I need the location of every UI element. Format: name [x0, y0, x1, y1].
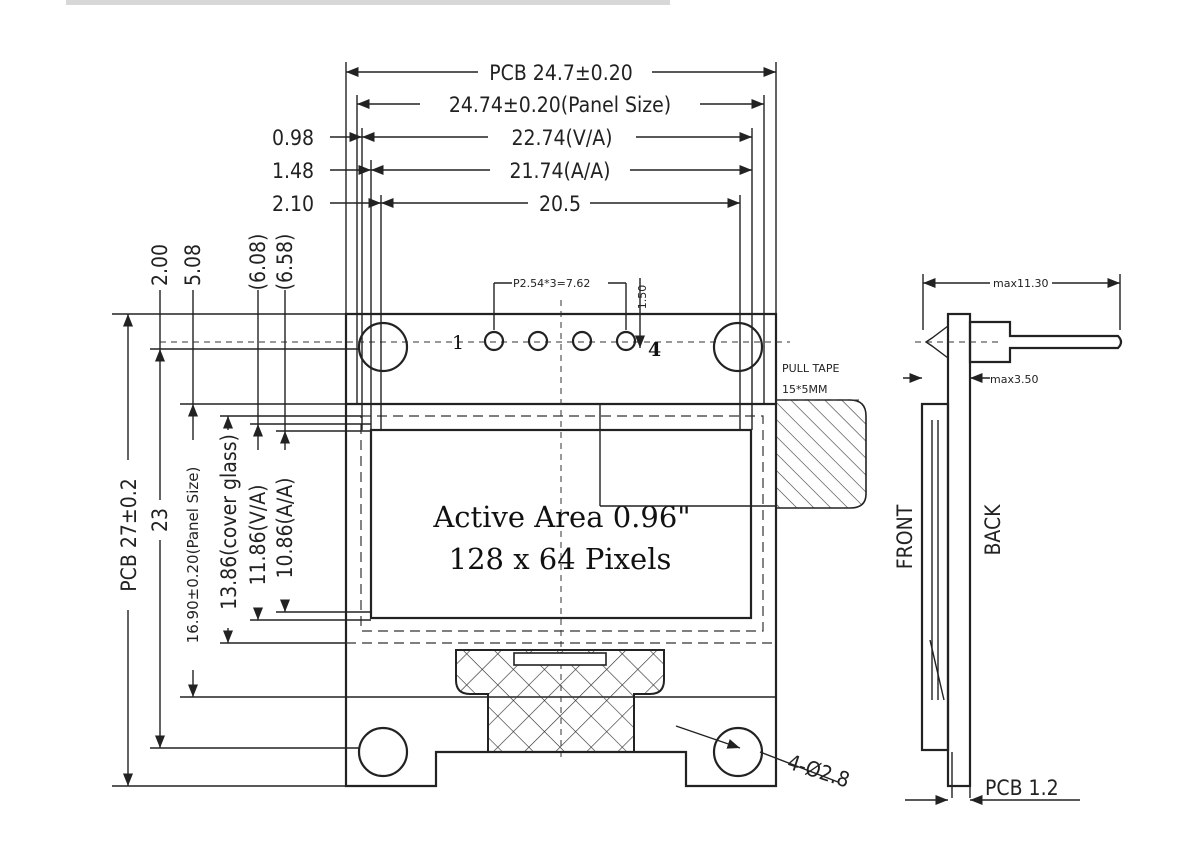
pull-tape-label: PULL TAPE — [782, 362, 839, 375]
v-508-label: 5.08 — [181, 244, 205, 286]
pull-tape-size: 15*5MM — [782, 383, 827, 396]
pcb-height-label: PCB 27±0.2 — [117, 478, 141, 591]
side-pcb — [946, 312, 972, 788]
pin-pad-4 — [615, 330, 637, 352]
pcb-thick-label: PCB 1.2 — [985, 776, 1059, 800]
cover-glass-label: 13.86(cover glass) — [217, 434, 241, 610]
max-thick-label: max3.50 — [990, 373, 1038, 386]
top-dimensions: PCB 24.7±0.20 24.74±0.20(Panel Size) 22.… — [272, 61, 777, 430]
fpc-connector — [455, 649, 665, 753]
pixel-width-label: 20.5 — [539, 192, 581, 216]
pitch-dimension: P2.54*3=7.62 1.50 — [493, 277, 649, 348]
side-view: max11.30 max3.50 FRONT BACK PCB 1.2 — [893, 274, 1123, 806]
pin-label-4: 4 — [648, 339, 661, 361]
height-23-label: 23 — [148, 508, 172, 532]
holes-label: 4-Ø2.8 — [784, 750, 852, 793]
active-area-pixels: 128 x 64 Pixels — [449, 542, 672, 576]
pin-pad-3 — [571, 330, 593, 352]
v-608-label: (6.08) — [246, 234, 270, 291]
va-width-label: 22.74(V/A) — [511, 126, 612, 150]
offset-098-label: 0.98 — [272, 126, 314, 150]
va-height-label: 11.86(V/A) — [246, 484, 270, 585]
mount-hole-top-left — [357, 321, 409, 373]
v-658-label: (6.58) — [273, 234, 297, 291]
offset-148-label: 1.48 — [272, 159, 314, 183]
active-area-title: Active Area 0.96" — [432, 500, 690, 534]
holes-callout: 4-Ø2.8 — [675, 725, 853, 793]
pin-pad-2 — [527, 330, 549, 352]
mount-hole-top-right — [712, 321, 764, 373]
mount-hole-bottom-left — [357, 726, 409, 778]
v-200-label: 2.00 — [148, 244, 172, 286]
aa-height-label: 10.86(A/A) — [273, 477, 297, 578]
pin-pad-1 — [483, 330, 505, 352]
pcb-width-label: PCB 24.7±0.20 — [489, 61, 632, 85]
cover-glass-outline — [360, 415, 764, 632]
pin-label-1: 1 — [452, 332, 464, 354]
top-scroll-strip — [66, 0, 670, 5]
offset-210-label: 2.10 — [272, 192, 314, 216]
left-dimensions: PCB 27±0.2 23 2.00 5.08 16.90±0.20(Panel… — [112, 234, 371, 787]
side-header-pin — [968, 320, 1123, 364]
panel-width-label: 24.74±0.20(Panel Size) — [449, 93, 671, 117]
mount-hole-bottom-right — [712, 726, 764, 778]
side-glass — [920, 402, 950, 752]
pull-tape: PULL TAPE 15*5MM — [599, 362, 867, 509]
pad-150-label: 1.50 — [636, 285, 649, 310]
front-label: FRONT — [893, 504, 917, 569]
back-label: BACK — [981, 504, 1005, 556]
max-height-label: max11.30 — [993, 277, 1048, 290]
pitch-label: P2.54*3=7.62 — [513, 277, 590, 290]
panel-height-label: 16.90±0.20(Panel Size) — [184, 467, 202, 644]
active-area-rect — [369, 428, 753, 620]
aa-width-label: 21.74(A/A) — [509, 159, 610, 183]
